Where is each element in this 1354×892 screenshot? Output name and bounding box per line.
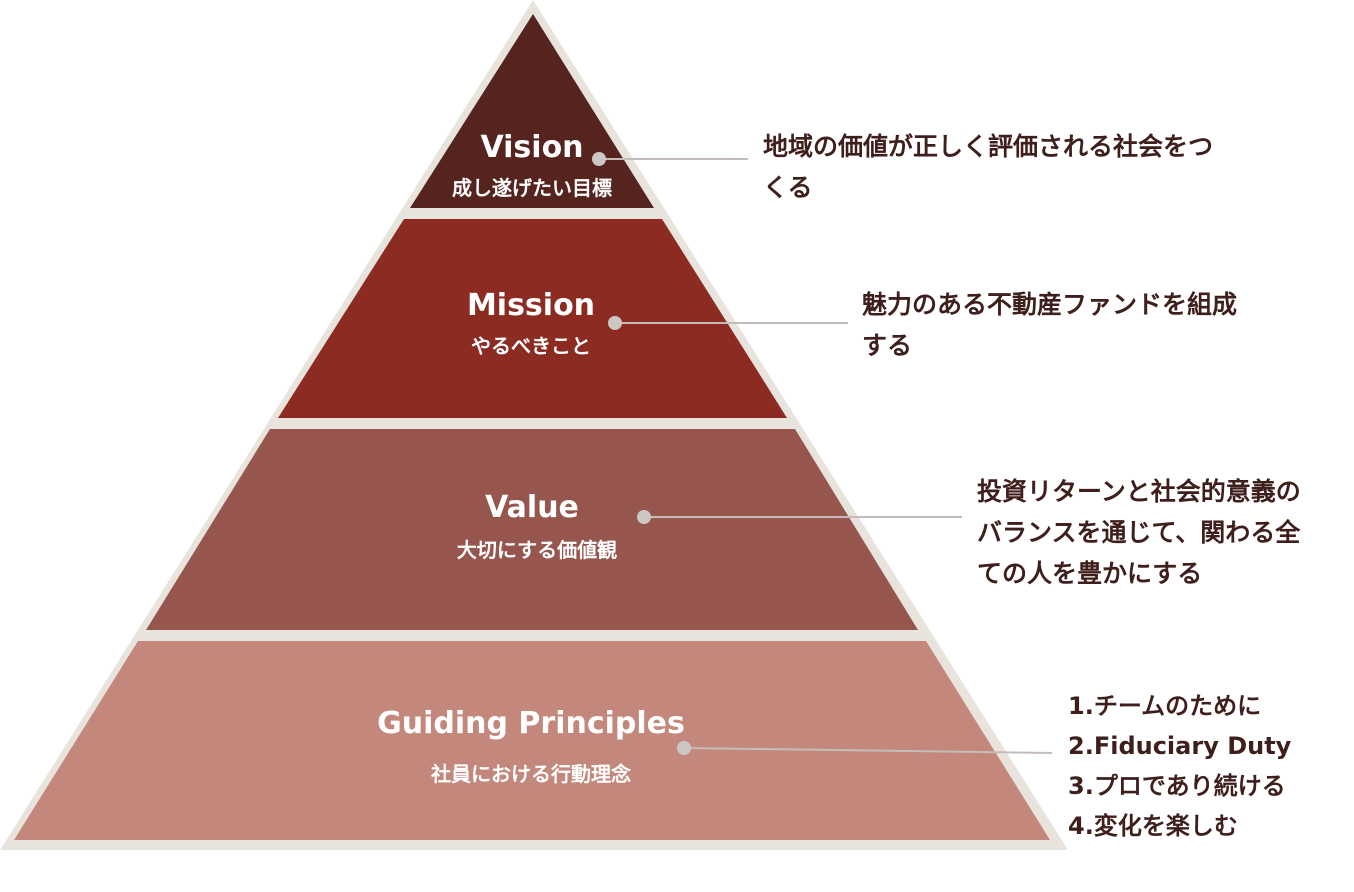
tier-value-subtitle: 大切にする価値観 xyxy=(457,538,617,562)
tier-principles-subtitle: 社員における行動理念 xyxy=(430,762,631,786)
value-description: 投資リターンと社会的意義の バランスを通じて、関わる全 ての人を豊かにする xyxy=(977,471,1301,594)
description-line: する xyxy=(862,331,913,360)
connector-line-principles xyxy=(684,747,1053,754)
description-line: 地域の価値が正しく評価される社会をつ xyxy=(763,132,1214,161)
description-line: 投資リターンと社会的意義の xyxy=(977,477,1301,506)
principle-item: 1.チームのために xyxy=(1068,692,1262,720)
principle-item: 3.プロであり続ける xyxy=(1068,772,1286,800)
description-line: バランスを通じて、関わる全 xyxy=(977,518,1301,547)
mission-description: 魅力のある不動産ファンドを組成 する xyxy=(862,284,1237,366)
vision-description: 地域の価値が正しく評価される社会をつ くる xyxy=(763,126,1213,208)
connector-dot-mission xyxy=(608,316,622,330)
connector-dot-value xyxy=(637,510,651,524)
connector-dot-vision xyxy=(592,152,606,166)
tier-principles-shape xyxy=(14,641,1050,840)
tier-value-title: Value xyxy=(485,490,579,525)
tier-vision-subtitle: 成し遂げたい目標 xyxy=(452,176,612,200)
tier-mission-title: Mission xyxy=(467,288,595,323)
description-line: くる xyxy=(763,173,813,202)
tier-mission-subtitle: やるべきこと xyxy=(471,334,591,358)
tier-mission-shape xyxy=(278,219,787,418)
connector-dot-principles xyxy=(677,741,691,755)
tier-principles-title: Guiding Principles xyxy=(377,706,685,741)
description-line: 魅力のある不動産ファンドを組成 xyxy=(862,290,1238,319)
description-line: ての人を豊かにする xyxy=(977,559,1203,588)
tier-value-shape xyxy=(146,429,918,630)
principle-item: 4.変化を楽しむ xyxy=(1068,812,1238,840)
principles-list: 1.チームのために 2.Fiduciary Duty 3.プロであり続ける 4.… xyxy=(1068,686,1291,846)
tier-vision-title: Vision xyxy=(480,130,583,165)
pyramid-outline xyxy=(0,0,1068,850)
principle-item: 2.Fiduciary Duty xyxy=(1068,732,1292,760)
